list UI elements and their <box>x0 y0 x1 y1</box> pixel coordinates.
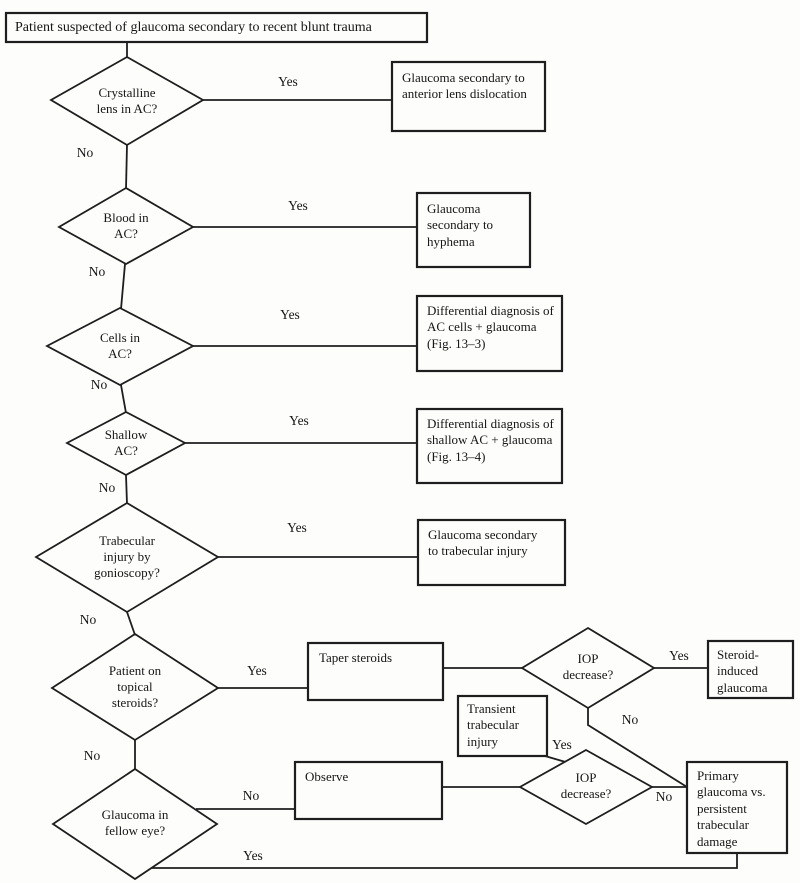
outcome-hyphema-box <box>415 191 532 269</box>
outcome-steroid-induced-box <box>706 639 795 700</box>
outcome-ac-cells-dd-box <box>415 294 564 373</box>
decision-fellow-eye-label: Glaucoma in fellow eye? <box>101 807 169 838</box>
outcome-lens-dislocation-label: Glaucoma secondary to anterior lens disl… <box>402 70 527 102</box>
edge-shallow-no-label: No <box>98 480 116 495</box>
edge-crystalline-no-label: No <box>76 145 94 160</box>
outcome-primary-vs-persistent-box <box>685 760 789 855</box>
decision-blood-in-ac-diamond <box>57 186 195 266</box>
outcome-trabecular-box <box>416 518 567 587</box>
connector-shallow-no <box>125 474 128 505</box>
edge-fellow-no-label: No <box>242 788 260 803</box>
edge-crystalline-yes-label: Yes <box>278 74 298 89</box>
outcome-hyphema-label: Glaucoma secondary to hyphema <box>427 201 494 249</box>
connector-trabecular-no <box>126 611 136 636</box>
decision-trabecular-injury-diamond <box>34 501 220 614</box>
start-node-label: Patient suspected of glaucoma secondary … <box>15 20 372 35</box>
outcome-ac-cells-dd-label: Differential diagnosis of AC cells + gla… <box>427 303 554 351</box>
outcome-primary-vs-persistent-label: Primary glaucoma vs. persistent trabecul… <box>697 768 766 849</box>
connector-cells-no <box>120 384 127 414</box>
edge-shallow-yes-label: Yes <box>289 413 309 428</box>
outcome-shallow-ac-dd-box <box>415 407 564 485</box>
edge-iop2-no-label: No <box>655 789 673 804</box>
edge-iop1-no-label: No <box>621 712 639 727</box>
action-taper-steroids-box <box>306 641 445 702</box>
action-observe-label: Observe <box>305 769 349 784</box>
decision-fellow-eye-diamond <box>51 767 219 881</box>
outcome-shallow-ac-dd-label: Differential diagnosis of shallow AC + g… <box>427 416 554 464</box>
outcome-steroid-induced-label: Steroid-induced glaucoma <box>717 647 768 695</box>
outcome-trabecular-label: Glaucoma secondary to trabecular injury <box>428 527 538 559</box>
connector-iop1-no <box>587 708 688 788</box>
decision-topical-steroids-label: Patient on topical steroids? <box>108 663 162 710</box>
start-node-box <box>4 11 429 44</box>
decision-blood-in-ac-label: Blood in AC? <box>103 210 149 241</box>
decision-cells-in-ac-diamond <box>45 306 195 387</box>
edge-trabecular-no-label: No <box>79 612 97 627</box>
note-transient-injury-box <box>456 694 549 758</box>
decision-shallow-ac-label: Shallow AC? <box>104 427 148 458</box>
decision-iop-decrease-1-label: IOP decrease? <box>562 651 614 682</box>
edge-trabecular-yes-label: Yes <box>287 520 307 535</box>
connector-fellow-yes <box>151 853 738 869</box>
edge-steroids-no-label: No <box>83 748 101 763</box>
edge-fellow-yes-label: Yes <box>243 848 263 863</box>
connector-blood-no <box>120 263 126 310</box>
outcome-lens-dislocation-box <box>390 60 547 133</box>
decision-crystalline-lens-diamond <box>49 55 205 147</box>
edge-cells-no-label: No <box>90 377 108 392</box>
connector-crystalline-no <box>125 144 128 190</box>
decision-iop-decrease-1-diamond <box>520 626 656 710</box>
decision-shallow-ac-diamond <box>65 410 187 477</box>
edge-blood-no-label: No <box>88 264 106 279</box>
decision-cells-in-ac-label: Cells in AC? <box>99 330 141 361</box>
edge-steroids-yes-label: Yes <box>247 663 267 678</box>
edge-cells-yes-label: Yes <box>280 307 300 322</box>
decision-topical-steroids-diamond <box>50 632 220 742</box>
decision-crystalline-lens-label: Crystalline lens in AC? <box>96 85 158 116</box>
edge-iop1-yes-label: Yes <box>669 648 689 663</box>
edge-blood-yes-label: Yes <box>288 198 308 213</box>
action-taper-steroids-label: Taper steroids <box>319 650 393 665</box>
decision-iop-decrease-2-diamond <box>518 748 654 826</box>
decision-iop-decrease-2-label: IOP decrease? <box>560 770 612 801</box>
decision-trabecular-injury-label: Trabecular injury by gonioscopy? <box>94 533 160 580</box>
action-observe-box <box>293 760 444 821</box>
edge-iop2-yes-label: Yes <box>552 737 572 752</box>
note-transient-injury-label: Transient trabecular injury <box>467 701 519 749</box>
